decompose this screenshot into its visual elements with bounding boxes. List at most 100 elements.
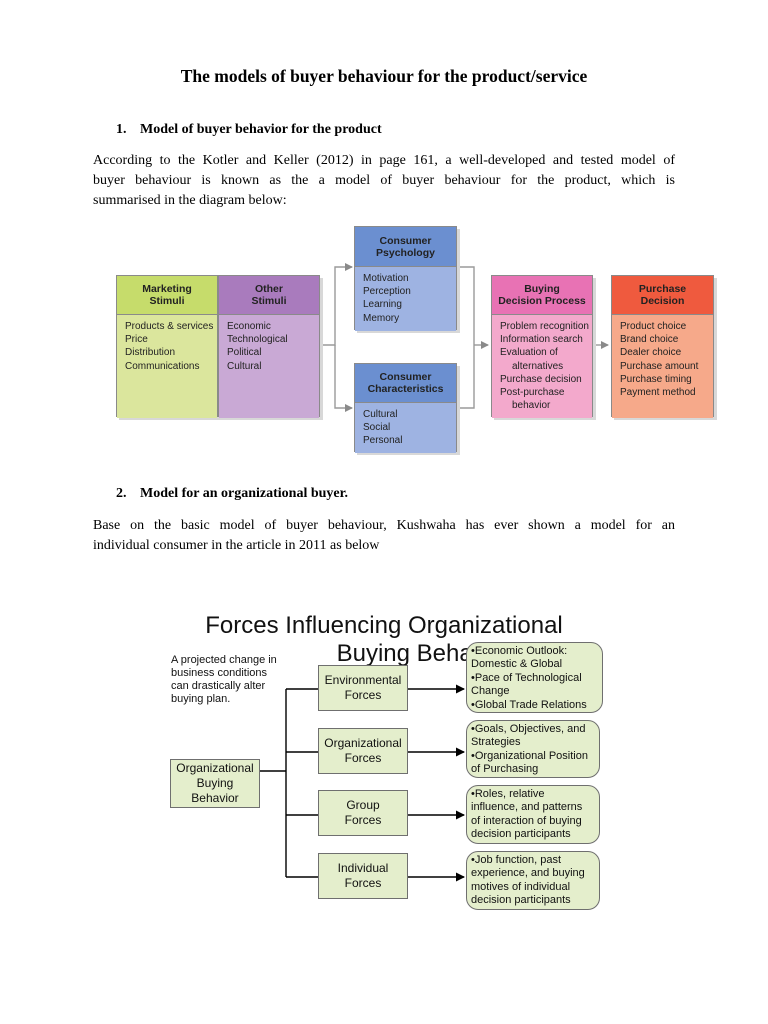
- detail-line: •Roles, relative: [471, 788, 545, 800]
- list-item: Social: [363, 422, 391, 434]
- header-line: Buying: [524, 283, 560, 295]
- list-item: behavior: [512, 400, 551, 412]
- page-title: The models of buyer behaviour for the pr…: [180, 66, 588, 86]
- marketing-stimuli-list: Products & services Price Distribution C…: [117, 315, 217, 418]
- list-item: Product choice: [620, 321, 687, 332]
- box-line: Forces: [344, 751, 382, 765]
- list-item: Information search: [500, 334, 583, 346]
- section-2-heading: 2.Model for an organizational buyer.: [116, 486, 348, 502]
- note-line: can drastically alter: [171, 680, 266, 692]
- list-item: Motivation: [363, 273, 409, 284]
- box-line: Group: [346, 798, 380, 812]
- section-1-heading: 1.Model of buyer behavior for the produc…: [116, 122, 382, 138]
- list-item: Learning: [363, 299, 402, 311]
- list-item: alternatives: [512, 360, 564, 372]
- detail-line: decision participants: [471, 894, 571, 907]
- list-item: Purchase amount: [620, 360, 699, 372]
- list-item: Purchase timing: [620, 373, 692, 385]
- box-line: Environmental: [324, 673, 402, 687]
- organizational-buying-behavior-box: Organizational Buying Behavior: [170, 759, 260, 808]
- consumer-characteristics-list: Cultural Social Personal: [355, 403, 456, 453]
- box-line: Forces: [344, 688, 382, 702]
- header-line: Decision Process: [498, 295, 586, 307]
- box-line: Organizational: [324, 736, 402, 750]
- detail-line: influence, and patterns: [471, 801, 583, 814]
- header-line: Purchase: [638, 283, 687, 295]
- organizational-forces-details: •Goals, Objectives, and Strategies •Orga…: [466, 720, 600, 778]
- detail-line: •Global Trade Relations: [471, 698, 587, 711]
- list-item: Post-purchase: [500, 387, 565, 399]
- list-item: Distribution: [125, 347, 176, 359]
- list-item: Payment method: [620, 387, 696, 399]
- detail-line: Domestic & Global: [471, 658, 563, 671]
- buying-decision-process-list: Problem recognition Information search E…: [492, 315, 592, 418]
- figure-2-title-line: Buying Behavior: [336, 640, 512, 667]
- detail-line: Strategies: [471, 736, 521, 749]
- header-line: Marketing: [142, 283, 192, 295]
- box-line: Individual: [337, 861, 389, 875]
- consumer-psychology-list: Motivation Perception Learning Memory: [355, 267, 456, 331]
- figure-2-title-line: Forces Influencing Organizational: [205, 612, 563, 639]
- connector-arrow: [320, 263, 353, 346]
- list-item: Communications: [125, 360, 200, 372]
- purchase-decision-list: Product choice Brand choice Dealer choic…: [612, 315, 713, 418]
- header-line: Other: [254, 283, 283, 295]
- note-line: buying plan.: [171, 693, 231, 705]
- list-item: Problem recognition: [500, 321, 589, 332]
- box-line: Forces: [344, 876, 382, 890]
- header-line: Stimuli: [149, 295, 185, 307]
- list-item: Political: [227, 347, 262, 359]
- list-item: Purchase decision: [500, 373, 582, 385]
- detail-line: motives of individual: [471, 880, 571, 893]
- figure-2-title: Forces Influencing Organizational Buying…: [154, 612, 614, 668]
- note-line: A projected change in: [171, 654, 277, 666]
- detail-line: •Pace of Technological: [471, 671, 582, 684]
- header-line: Psychology: [376, 246, 435, 259]
- list-item: Economic: [227, 321, 271, 332]
- paragraph-line: summarised in the diagram below:: [93, 193, 287, 208]
- detail-line: decision participants: [471, 828, 571, 841]
- header-line: Stimuli: [251, 295, 287, 307]
- detail-line: •Job function, past: [471, 854, 562, 866]
- list-item: Evaluation of: [500, 347, 558, 359]
- list-item: Perception: [363, 286, 411, 298]
- group-forces-details: •Roles, relative influence, and patterns…: [466, 785, 600, 844]
- detail-line: Change: [471, 685, 510, 698]
- individual-forces-details: •Job function, past experience, and buyi…: [466, 851, 600, 910]
- environmental-forces-details: •Economic Outlook: Domestic & Global •Pa…: [466, 642, 603, 713]
- note-line: business conditions: [171, 667, 268, 679]
- connector-line: [457, 266, 475, 409]
- list-item: Technological: [227, 334, 288, 346]
- header-line: Consumer: [379, 234, 432, 247]
- list-item: Products & services: [125, 321, 214, 332]
- section-1-heading-text: Model of buyer behavior for the product: [140, 122, 382, 137]
- section-2-number: 2.: [116, 486, 127, 501]
- list-item: Price: [125, 334, 148, 346]
- header-line: Decision: [640, 295, 685, 307]
- figure-2-note: A projected change in business condition…: [171, 654, 291, 706]
- section-2-paragraph: Base on the basic model of buyer behavio…: [93, 516, 675, 556]
- box-line: Forces: [344, 813, 382, 827]
- list-item: Memory: [363, 312, 400, 324]
- paragraph-line: According to the Kotler and Keller (2012…: [93, 153, 675, 168]
- box-line: Behavior: [191, 791, 239, 805]
- paragraph-line: Base on the basic model of buyer behavio…: [93, 518, 675, 533]
- list-item: Cultural: [227, 360, 262, 372]
- detail-line: experience, and buying: [471, 867, 585, 880]
- list-item: Cultural: [363, 409, 398, 420]
- paragraph-line: individual consumer in the article in 20…: [93, 538, 380, 553]
- detail-line: •Economic Outlook:: [471, 645, 568, 657]
